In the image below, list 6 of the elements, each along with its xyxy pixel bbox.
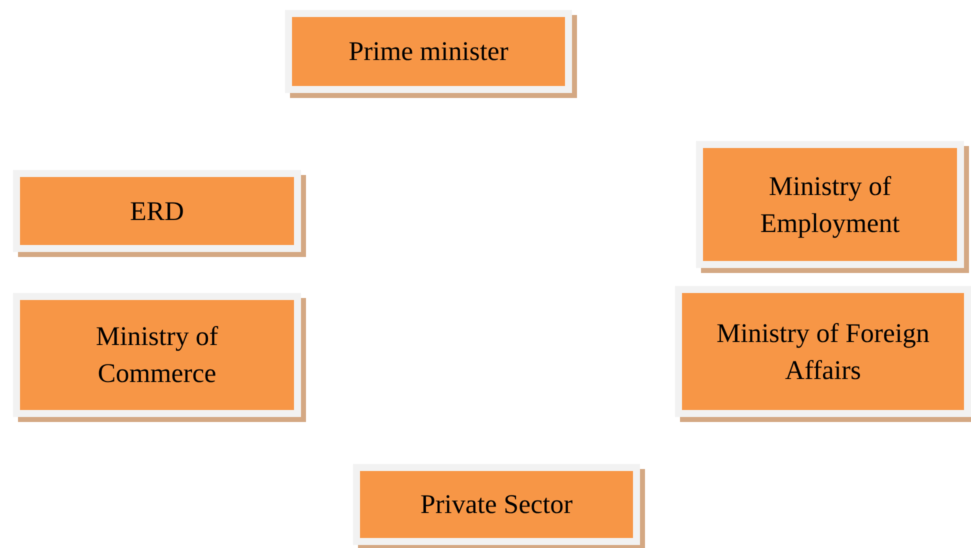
box-label: Ministry of Commerce [94,320,220,390]
box-label: Prime minister [348,35,510,68]
box-label: Ministry of Employment [759,170,901,240]
box-label: Private Sector [419,488,574,521]
box-label: ERD [129,194,185,228]
box-label: Ministry of Foreign Affairs [716,316,930,386]
